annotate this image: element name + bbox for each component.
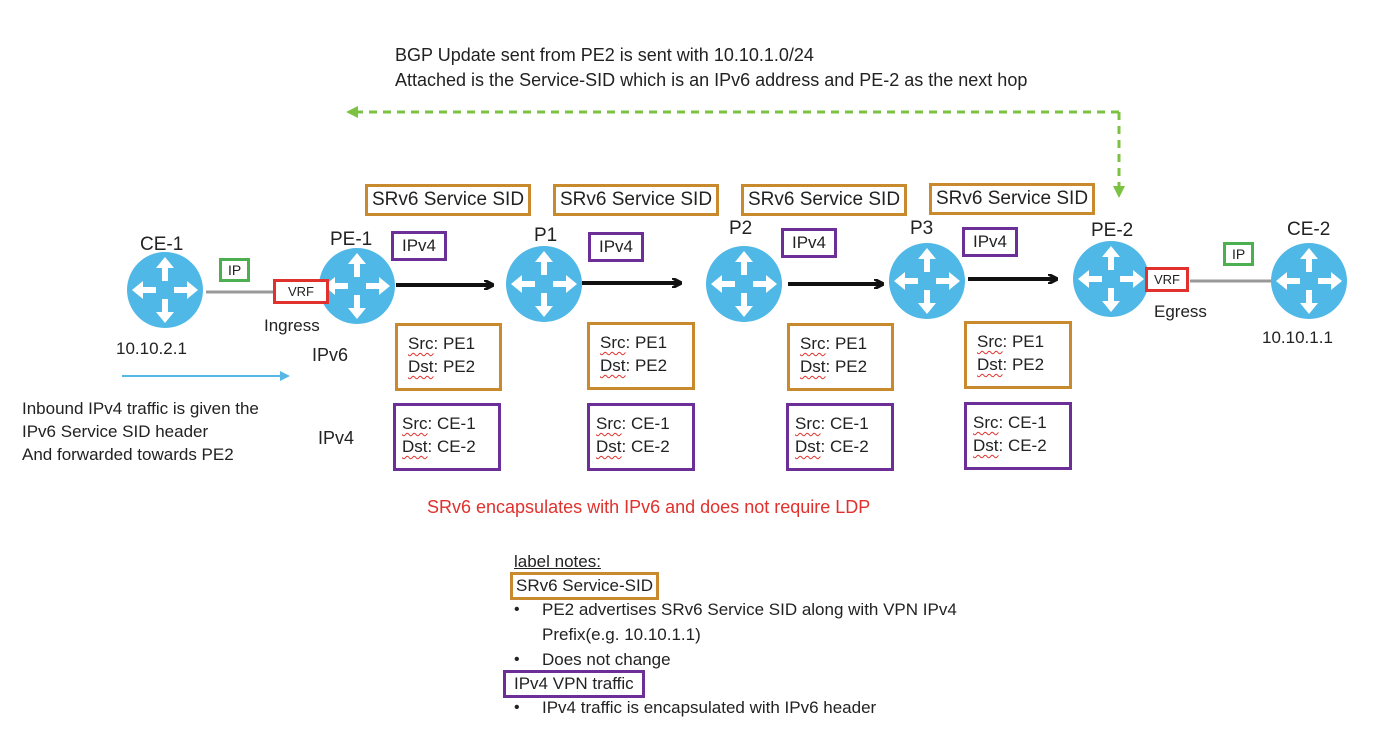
ipv4-tag-1: IPv4 xyxy=(391,231,448,261)
node-label-ce1: CE-1 xyxy=(140,234,184,255)
ipv6-header-4: Src: PE1 Dst: PE2 xyxy=(964,321,1072,389)
router-icon-p1 xyxy=(506,246,582,322)
ipv6-header-1: Src: PE1 Dst: PE2 xyxy=(395,323,502,391)
src-value: : CE-1 xyxy=(998,413,1047,432)
legend-bullet: • xyxy=(514,699,520,716)
node-label-ce2: CE-2 xyxy=(1287,219,1331,240)
src-value: : PE1 xyxy=(825,334,868,353)
legend-sid-bullet1-line2: Prefix(e.g. 10.10.1.1) xyxy=(542,625,701,644)
ipv4-header-4: Src: CE-1 Dst: CE-2 xyxy=(964,402,1072,470)
row-label-ipv6: IPv6 xyxy=(312,345,349,365)
ipv4-header-1: Src: CE-1 Dst: CE-2 xyxy=(393,403,501,471)
ipv6-header-2: Src: PE1 Dst: PE2 xyxy=(587,322,695,390)
ip-tag-ce2: IP xyxy=(1223,242,1255,266)
dst-label: Dst xyxy=(795,437,821,456)
src-label: Src xyxy=(408,334,434,353)
src-value: : PE1 xyxy=(433,334,476,353)
dst-value: : PE2 xyxy=(433,357,476,376)
sid-label-1: SRv6 Service SID xyxy=(365,184,532,216)
src-label: Src xyxy=(973,413,999,432)
legend-sid-bullet1-line1: PE2 advertises SRv6 Service SID along wi… xyxy=(542,600,957,619)
inbound-note-line1: Inbound IPv4 traffic is given the xyxy=(22,399,259,418)
node-label-p3: P3 xyxy=(910,218,934,239)
router-icon-p2 xyxy=(706,246,782,322)
sid-label-3: SRv6 Service SID xyxy=(741,184,908,216)
inbound-note-line3: And forwarded towards PE2 xyxy=(22,445,234,464)
dst-value: : PE2 xyxy=(1002,355,1045,374)
legend-vpn-bullet1: IPv4 traffic is encapsulated with IPv6 h… xyxy=(542,698,877,717)
src-value: : PE1 xyxy=(625,333,668,352)
src-value: : PE1 xyxy=(1002,332,1045,351)
dst-value: : PE2 xyxy=(625,356,668,375)
src-label: Src xyxy=(596,414,622,433)
src-value: : CE-1 xyxy=(427,414,476,433)
srv6-note: SRv6 encapsulates with IPv6 and does not… xyxy=(427,497,871,517)
src-label: Src xyxy=(402,414,428,433)
router-icon-pe2 xyxy=(1073,241,1149,317)
src-value: : CE-1 xyxy=(621,414,670,433)
legend-vpn-box: IPv4 VPN traffic xyxy=(503,670,645,698)
router-icon-ce1 xyxy=(127,252,203,328)
dst-label: Dst xyxy=(800,357,826,376)
dst-value: : CE-2 xyxy=(621,437,670,456)
ipv4-header-3: Src: CE-1 Dst: CE-2 xyxy=(786,403,894,471)
dst-label: Dst xyxy=(977,355,1003,374)
ipv4-header-2: Src: CE-1 Dst: CE-2 xyxy=(587,403,695,471)
src-label: Src xyxy=(800,334,826,353)
node-label-pe2: PE-2 xyxy=(1091,220,1134,241)
src-label: Src xyxy=(600,333,626,352)
router-icon-pe1 xyxy=(319,248,395,324)
row-label-ipv4: IPv4 xyxy=(318,428,355,448)
router-icon-p3 xyxy=(889,243,965,319)
legend-bullet: • xyxy=(514,601,520,618)
bgp-note-line2: Attached is the Service-SID which is an … xyxy=(395,70,1028,90)
sid-label-4: SRv6 Service SID xyxy=(929,183,1096,215)
dst-value: : PE2 xyxy=(825,357,868,376)
dst-label: Dst xyxy=(596,437,622,456)
sid-label-2: SRv6 Service SID xyxy=(553,184,720,216)
ipv4-tag-2: IPv4 xyxy=(588,232,645,262)
vrf-tag-pe1: VRF xyxy=(273,279,329,304)
bgp-note-line1: BGP Update sent from PE2 is sent with 10… xyxy=(395,45,814,65)
dst-label: Dst xyxy=(402,437,428,456)
dst-label: Dst xyxy=(408,357,434,376)
ipv6-header-3: Src: PE1 Dst: PE2 xyxy=(787,323,894,391)
src-label: Src xyxy=(977,332,1003,351)
node-label-pe1: PE-1 xyxy=(330,229,373,250)
dst-label: Dst xyxy=(973,436,999,455)
ingress-label: Ingress xyxy=(264,316,320,335)
legend-bullet: • xyxy=(514,651,520,668)
legend-title: label notes: xyxy=(514,552,601,571)
dst-value: : CE-2 xyxy=(427,437,476,456)
src-value: : CE-1 xyxy=(820,414,869,433)
egress-label: Egress xyxy=(1154,302,1207,321)
ipv4-tag-3: IPv4 xyxy=(781,228,838,258)
ipv4-tag-4: IPv4 xyxy=(962,227,1019,257)
dst-label: Dst xyxy=(600,356,626,375)
node-label-p1: P1 xyxy=(534,225,558,246)
node-label-p2: P2 xyxy=(729,218,753,239)
ce1-address: 10.10.2.1 xyxy=(116,339,187,358)
vrf-tag-pe2: VRF xyxy=(1145,267,1189,292)
router-icon-ce2 xyxy=(1271,243,1347,319)
ip-tag-ce1: IP xyxy=(219,258,251,282)
inbound-note-line2: IPv6 Service SID header xyxy=(22,422,209,441)
dst-value: : CE-2 xyxy=(998,436,1047,455)
dst-value: : CE-2 xyxy=(820,437,869,456)
src-label: Src xyxy=(795,414,821,433)
legend-sid-box: SRv6 Service-SID xyxy=(510,572,659,600)
ce2-address: 10.10.1.1 xyxy=(1262,328,1333,347)
legend-sid-bullet2: Does not change xyxy=(542,650,671,669)
